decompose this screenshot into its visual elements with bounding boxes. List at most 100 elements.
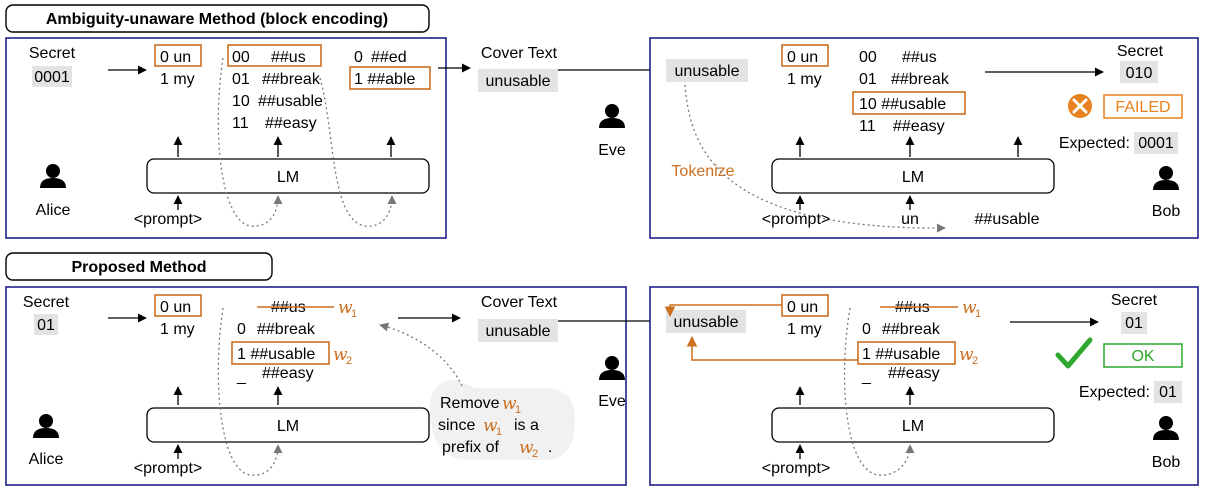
bottom-alice-prompt: <prompt> <box>134 460 202 477</box>
top-bob-expected-bg <box>1134 132 1178 154</box>
top-alice-lm-box <box>146 158 430 194</box>
bottom-bob-expected-value: 01 <box>1159 384 1177 401</box>
top-alice-col3-1: 1 ##able <box>354 71 415 88</box>
bottom-alice-col1-box <box>154 294 202 317</box>
bottom-title-box <box>5 252 273 281</box>
top-bob-col2-tok-1: ##break <box>891 71 950 88</box>
note-w2-sub: 2 <box>532 448 538 460</box>
top-alice-cover-value: unusable <box>486 73 551 90</box>
top-alice-col1-0: 0 un <box>160 49 191 66</box>
top-bob-status-box <box>1103 94 1183 119</box>
top-alice-col2-code-3: 11 <box>232 115 249 132</box>
bottom-bob-col1-0: 0 un <box>787 299 818 316</box>
note-bubble <box>430 380 575 460</box>
note-w1-b-sub: 1 <box>496 426 502 438</box>
top-alice-name: Alice <box>36 202 71 219</box>
top-bob-tok-un: un <box>901 211 919 228</box>
bottom-bob-feedback <box>843 307 915 476</box>
top-alice-col2-tok-1: ##break <box>262 71 321 88</box>
bottom-bob-input: unusable <box>674 314 739 331</box>
top-alice-prompt: <prompt> <box>134 211 202 228</box>
bottom-bob-w1: w <box>962 298 977 318</box>
bottom-bob-col2-tok-3: ##easy <box>888 365 940 382</box>
top-bob-lm-label: LM <box>902 169 924 186</box>
bottom-bob-input-bg <box>666 310 746 333</box>
bottom-bob-lm-box <box>771 407 1055 443</box>
note-isa: is a <box>514 417 539 434</box>
bottom-alice-w2-sub: 2 <box>346 355 352 367</box>
top-bob-tokenize-label: Tokenize <box>671 163 734 180</box>
top-alice-col2-tok-3: ##easy <box>265 115 317 132</box>
bottom-alice-col1-0: 0 un <box>160 299 191 316</box>
bottom-bob-expected-label: Expected: <box>1079 384 1150 401</box>
bottom-bob-col2-box <box>857 341 956 365</box>
top-bob-input: unusable <box>675 63 740 80</box>
bottom-bob-col1-1: 1 my <box>787 321 822 338</box>
top-alice-col2-code-0: 00 <box>232 49 250 66</box>
top-bob-expected-value: 0001 <box>1138 135 1174 152</box>
bottom-alice-cover-value: unusable <box>486 323 551 340</box>
top-alice-col2-code-1: 01 <box>232 71 250 88</box>
top-title-box <box>5 4 430 33</box>
top-bob-col2-box <box>852 91 966 115</box>
note-since: since <box>438 417 475 434</box>
bottom-alice-col1-1: 1 my <box>160 321 195 338</box>
bottom-bob-col2-code-1: 0 <box>862 321 871 338</box>
top-alice-col3-code-0: 0 <box>354 49 363 66</box>
bottom-alice-cover-label: Cover Text <box>481 294 558 311</box>
bottom-bob-w2: w <box>959 345 974 365</box>
bottom-alice-secret-label: Secret <box>23 294 70 311</box>
bottom-bob-col2-2: 1 ##usable <box>862 346 940 363</box>
bottom-bob-match-arrow-2 <box>686 335 858 361</box>
bottom-bob-secret-bg <box>1121 312 1147 334</box>
top-bob-col1-1: 1 my <box>787 71 822 88</box>
top-alice-feedback-2 <box>319 77 397 227</box>
top-bob-tokenize-arrow <box>684 84 946 233</box>
top-bob-status: FAILED <box>1115 99 1170 116</box>
bottom-alice-col2-2: 1 ##usable <box>237 346 315 363</box>
bottom-alice-secret-bg <box>34 314 58 335</box>
top-bob-col2-tok-0: ##us <box>902 49 937 66</box>
bottom-bob-col1-box <box>781 294 829 317</box>
bottom-bob-secret-label: Secret <box>1111 292 1158 309</box>
bottom-alice-w1: w <box>338 298 353 318</box>
bottom-bob-col2-code-3: _ <box>861 368 872 385</box>
top-alice-panel <box>5 37 447 239</box>
note-w1-a-sub: 1 <box>515 404 521 416</box>
top-alice-secret-label: Secret <box>29 45 76 62</box>
top-bob-col2-tok-3: ##easy <box>893 118 945 135</box>
top-bob-secret-label: Secret <box>1117 43 1164 60</box>
bottom-bob-w1-sub: 1 <box>975 308 981 320</box>
bottom-alice-col2-box <box>231 341 330 365</box>
bottom-alice-col2-code-3: _ <box>236 368 247 385</box>
bottom-alice-note: Remove w 1 since w 1 is a prefix of w 2 … <box>430 380 575 460</box>
bottom-bob-lm-label: LM <box>902 418 924 435</box>
top-bob-col2-code-0: 00 <box>859 49 877 66</box>
top-bob-name: Bob <box>1152 203 1181 220</box>
note-prefix: prefix of <box>442 439 499 456</box>
bottom-bob-match-arrow-1 <box>664 304 782 318</box>
bottom-alice-w1-sub: 1 <box>351 308 357 320</box>
bottom-eve-name: Eve <box>598 393 626 410</box>
top-alice-col2-tok-0: ##us <box>271 49 306 66</box>
bottom-alice-col2-tok-1: ##break <box>257 321 316 338</box>
top-bob-lm-box <box>771 158 1055 194</box>
top-alice-secret-value: 0001 <box>34 69 70 86</box>
bottom-bob-secret-value: 01 <box>1125 315 1143 332</box>
top-bob-col2-code-3: 11 <box>859 118 876 135</box>
bottom-bob-name: Bob <box>1152 454 1181 471</box>
note-period: . <box>548 439 552 456</box>
bottom-bob-prompt: <prompt> <box>762 460 830 477</box>
top-alice-col2-tok-2: ##usable <box>258 93 323 110</box>
note-remove: Remove <box>440 395 500 412</box>
bottom-bob-w2-sub: 2 <box>972 355 978 367</box>
bottom-alice-lm-label: LM <box>277 418 299 435</box>
bottom-bob-col2-tok-1: ##break <box>882 321 941 338</box>
bottom-bob-expected-bg <box>1154 381 1182 403</box>
top-bob-tok-usable: ##usable <box>975 211 1040 228</box>
top-bob-secret-value: 010 <box>1126 65 1153 82</box>
top-bob-secret-bg <box>1120 61 1158 83</box>
top-alice-col3-box <box>349 66 431 90</box>
top-alice-col2-box <box>227 44 322 67</box>
note-w2: w <box>519 438 534 458</box>
